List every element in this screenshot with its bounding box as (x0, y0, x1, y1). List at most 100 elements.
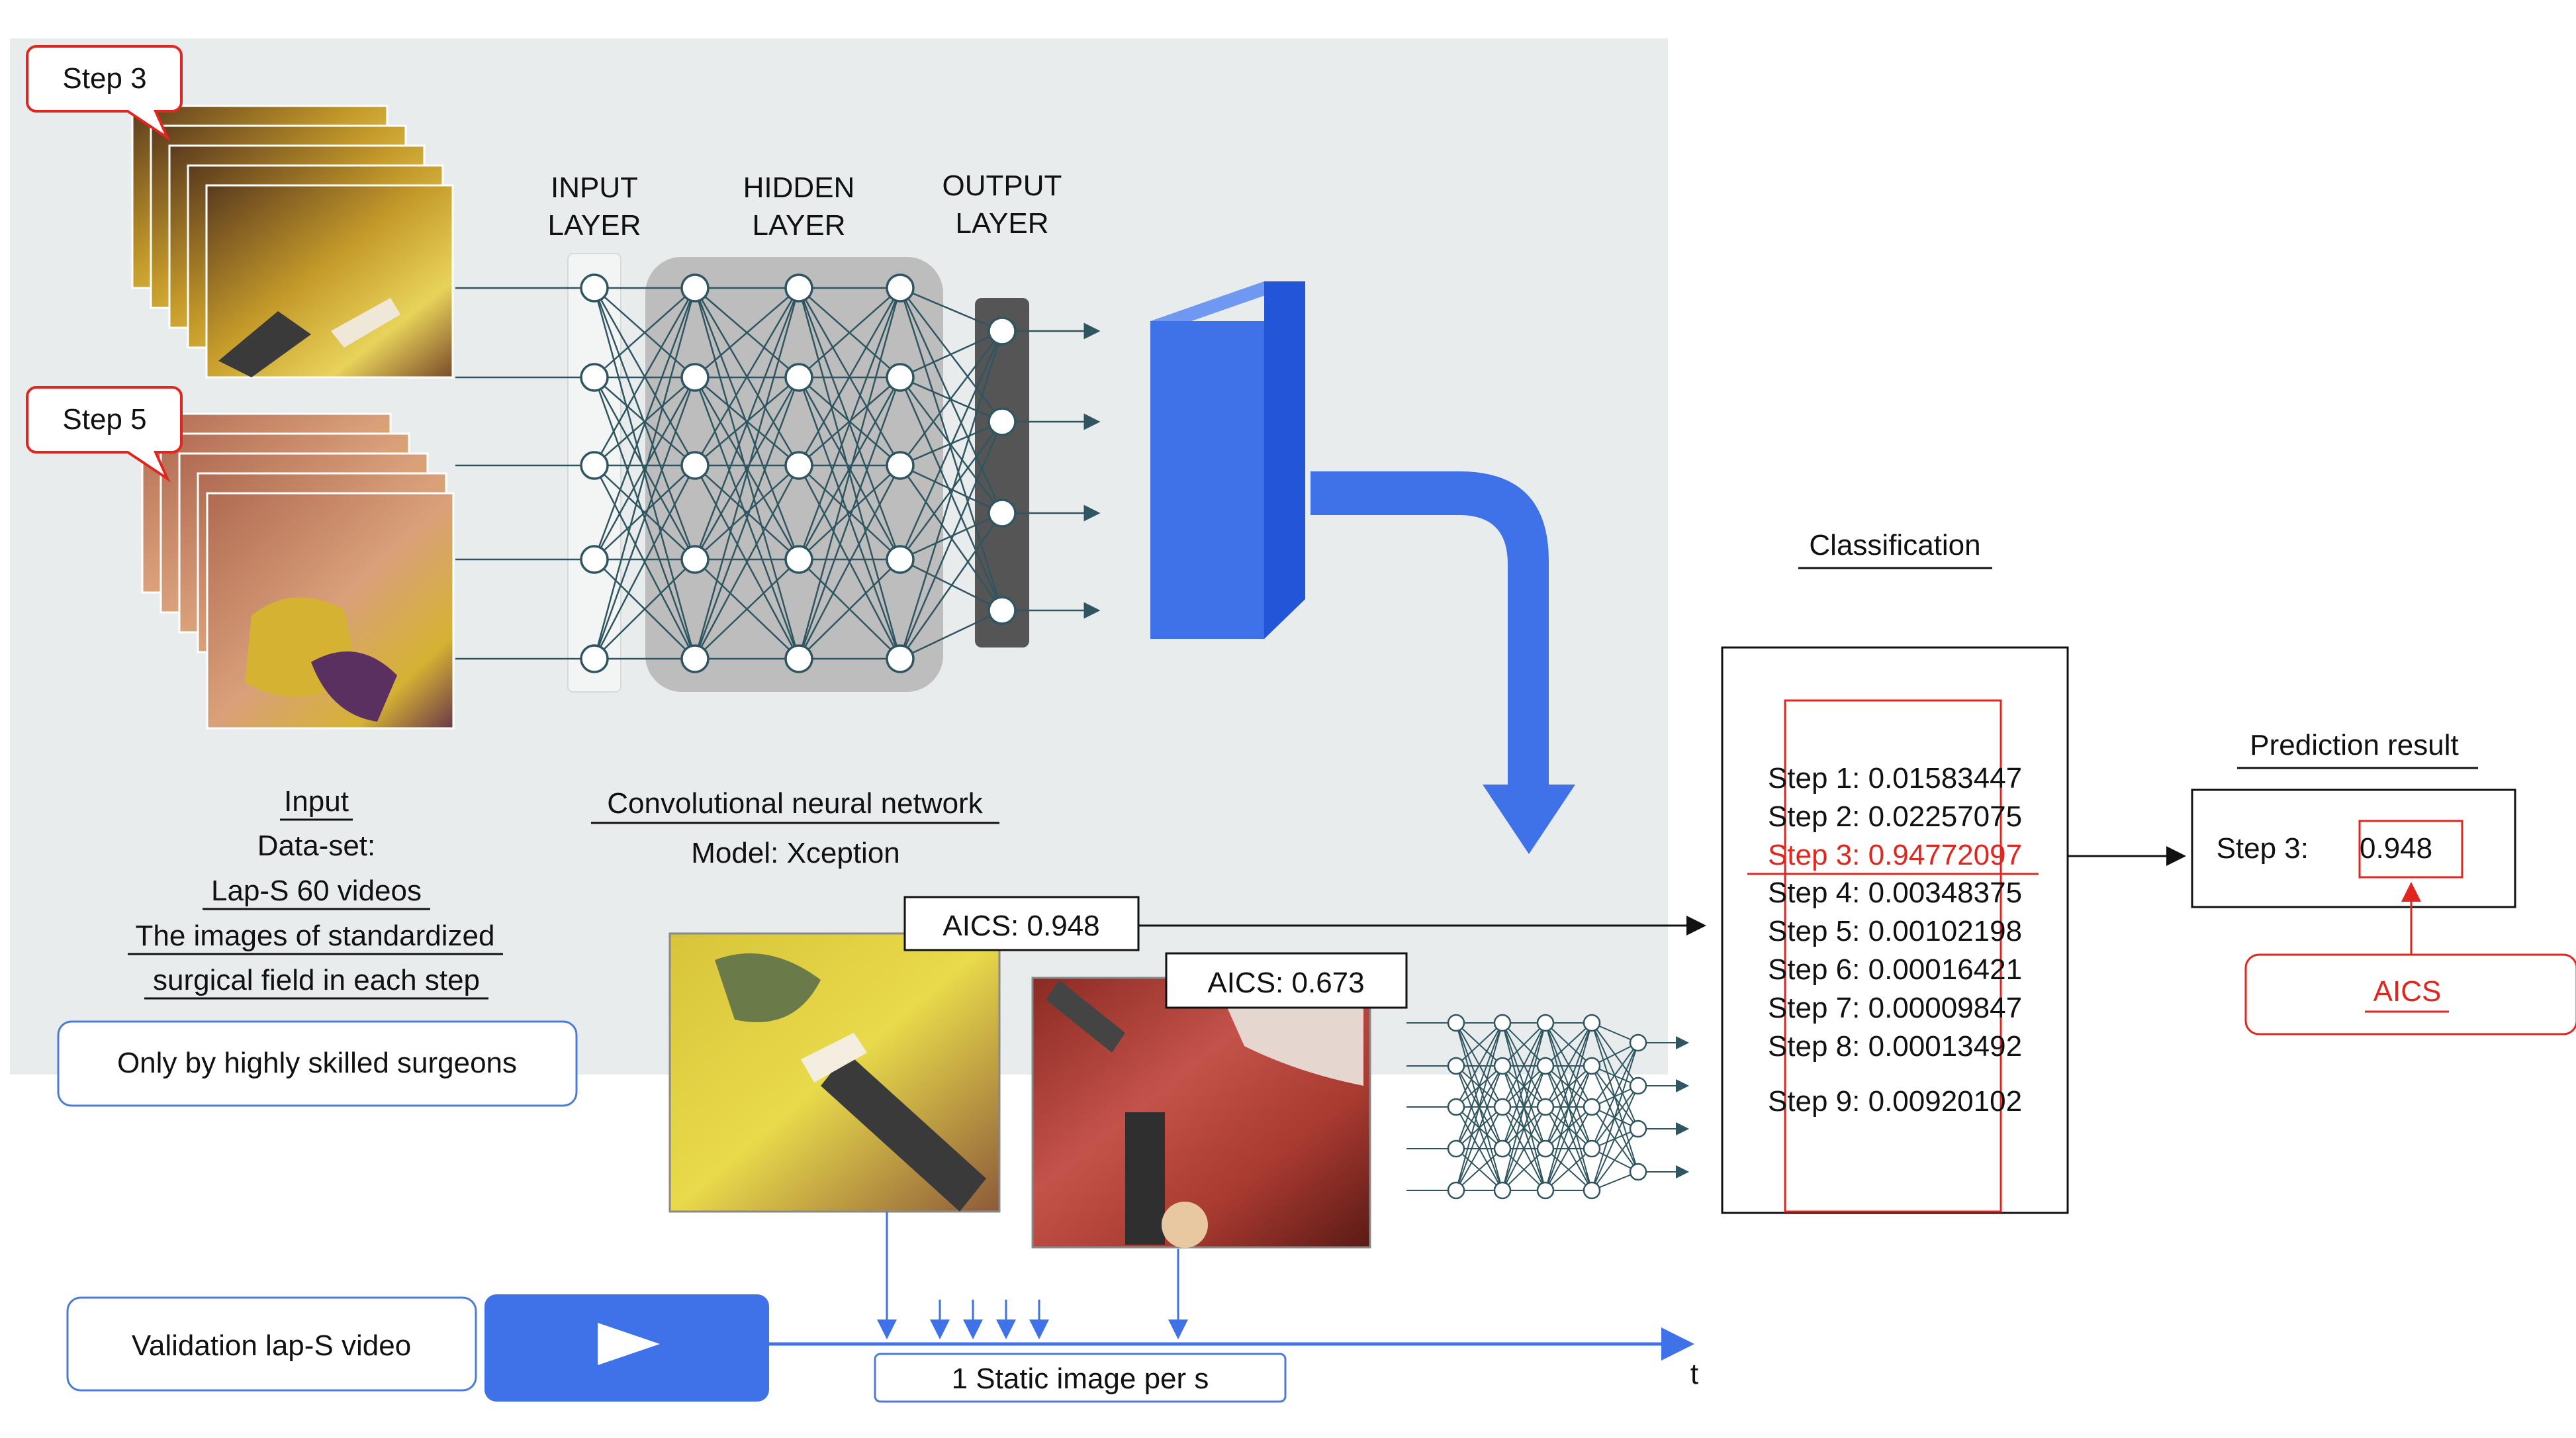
input-line-images: The images of standardized (136, 920, 495, 952)
network-node (580, 545, 609, 574)
network-edge (798, 287, 901, 659)
time-axis-label: t (1690, 1358, 1698, 1390)
skilled-surgeons-note: Only by highly skilled surgeons (57, 1020, 578, 1107)
input-line-field: surgical field in each step (153, 964, 480, 996)
network-node (1583, 1014, 1601, 1032)
cnn-title: Convolutional neural network (607, 787, 983, 820)
network-node (988, 316, 1017, 346)
network-edge (899, 421, 1003, 560)
skilled-surgeons-text: Only by highly skilled surgeons (117, 1047, 517, 1079)
network-edge (694, 465, 800, 659)
aics-label-2: AICS: 0.673 (1165, 952, 1408, 1009)
network-edge (1545, 1022, 1592, 1191)
network-edge (1455, 1148, 1503, 1191)
network-node (1583, 1057, 1601, 1075)
network-edge (798, 287, 901, 560)
network-edge (694, 287, 800, 560)
network-node (1629, 1077, 1647, 1095)
layer-labels: INPUT LAYER HIDDEN LAYER OUTPUT LAYER (547, 169, 1062, 242)
network-node (1536, 1098, 1555, 1116)
network-edge (899, 330, 1003, 466)
network-edge (694, 287, 800, 466)
network-node (680, 451, 710, 480)
output-layer-band (975, 298, 1029, 647)
network-edge (1545, 1022, 1592, 1149)
step3-callout: Step 3 (26, 45, 183, 142)
network-node (886, 451, 915, 480)
network-edge (1545, 1106, 1592, 1191)
network-edge (593, 377, 696, 659)
network-edge (798, 287, 901, 378)
input-layer-label-2: LAYER (547, 209, 641, 242)
classification-row: Step 7: 0.00009847 (1768, 992, 2022, 1024)
network-edge (1502, 1065, 1546, 1191)
network-node (1583, 1181, 1601, 1200)
net-small-nodes (1447, 1014, 1647, 1200)
prediction-aics: AICS (2373, 975, 2442, 1008)
classification-row: Step 1: 0.01583447 (1768, 762, 2022, 794)
net-small-edges (1406, 1022, 1689, 1191)
network-node (1447, 1098, 1465, 1116)
network-edge (798, 287, 901, 466)
network-node (1536, 1139, 1555, 1158)
hidden-layer-label-1: HIDDEN (743, 171, 855, 204)
step5-callout: Step 5 (26, 386, 183, 483)
network-node (1583, 1139, 1601, 1158)
classification-row: Step 5: 0.00102198 (1768, 915, 2022, 947)
network-node (886, 273, 915, 303)
network-edge (694, 559, 800, 659)
network-edge (593, 377, 696, 560)
network-node (784, 363, 813, 392)
network-node (680, 273, 710, 303)
network-node (784, 273, 813, 303)
network-edge (1591, 1065, 1639, 1173)
feature-block (1150, 281, 1305, 639)
output-layer-label-2: LAYER (955, 207, 1048, 240)
network-edge (899, 421, 1003, 659)
network-node (1493, 1098, 1512, 1116)
network-edge (593, 287, 696, 466)
network-node (1583, 1098, 1601, 1116)
network-node (988, 407, 1017, 436)
input-line-videos: Lap-S 60 videos (211, 875, 422, 907)
network-edge (899, 287, 1003, 514)
classification-row: Step 2: 0.02257075 (1768, 800, 2022, 833)
network-node (784, 644, 813, 673)
network-edge (593, 465, 696, 659)
network-edge (899, 287, 1003, 611)
hidden-layer-label-2: LAYER (752, 209, 845, 242)
network-node (580, 451, 609, 480)
prediction-title: Prediction result (2250, 729, 2458, 761)
network-edge (1502, 1148, 1546, 1191)
network-node (1536, 1014, 1555, 1032)
prediction-label: Step 3: (2217, 832, 2309, 865)
network-edge (1591, 1042, 1639, 1108)
network-edge (694, 377, 800, 466)
network-node (1629, 1163, 1647, 1181)
network-edge (694, 377, 800, 560)
network-edge (694, 377, 800, 659)
aics-label-1-text: AICS: 0.948 (943, 910, 1099, 942)
network-edge (798, 377, 901, 560)
classification-row: Step 8: 0.00013492 (1768, 1030, 2022, 1063)
prediction-block: Prediction result Step 3: 0.948 AICS (2191, 729, 2576, 1035)
network-edge (594, 287, 696, 378)
network-edge (1502, 1022, 1546, 1191)
classification-row: Step 6: 0.00016421 (1768, 953, 2022, 986)
network-edge (593, 287, 696, 560)
output-layer-label-1: OUTPUT (943, 169, 1062, 202)
network-node (1493, 1057, 1512, 1075)
network-edge (593, 287, 696, 659)
network-edge (899, 465, 1003, 611)
network-edge (1591, 1065, 1639, 1129)
network-edge (899, 512, 1003, 561)
network-edge (694, 465, 800, 560)
network-node (1447, 1139, 1465, 1158)
network-edge (798, 465, 901, 560)
network-edge (899, 287, 1003, 332)
network-edge (1455, 1022, 1503, 1191)
network-edge (1455, 1106, 1503, 1191)
network-edge (1545, 1022, 1592, 1067)
